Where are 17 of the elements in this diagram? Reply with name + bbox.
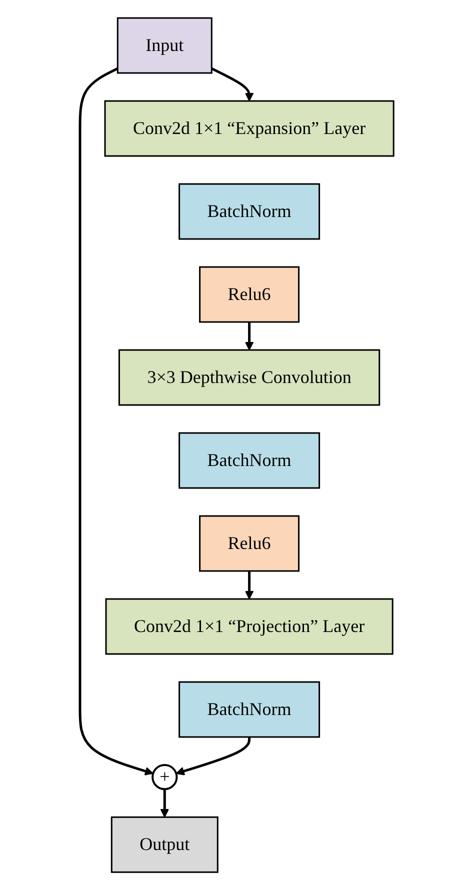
- arrow: [245, 570, 254, 600]
- node-box: Conv2d 1×1 “Projection” Layer: [105, 598, 394, 655]
- node-box: Conv2d 1×1 “Expansion” Layer: [104, 100, 395, 157]
- arrow: [176, 736, 251, 776]
- node-box: BatchNorm: [178, 183, 320, 240]
- node-box: Relu6: [199, 266, 300, 323]
- node-box: Output: [111, 816, 219, 873]
- node-box: BatchNorm: [178, 681, 320, 738]
- node-circle: +: [152, 764, 178, 790]
- node-box: 3×3 Depthwise Convolution: [118, 349, 380, 406]
- arrow: [211, 67, 254, 102]
- arrow: [160, 789, 170, 818]
- arrow: [245, 322, 254, 350]
- node-box: BatchNorm: [178, 432, 320, 489]
- node-box: Input: [117, 17, 213, 74]
- node-box: Relu6: [199, 515, 300, 572]
- arrow: [78, 67, 154, 776]
